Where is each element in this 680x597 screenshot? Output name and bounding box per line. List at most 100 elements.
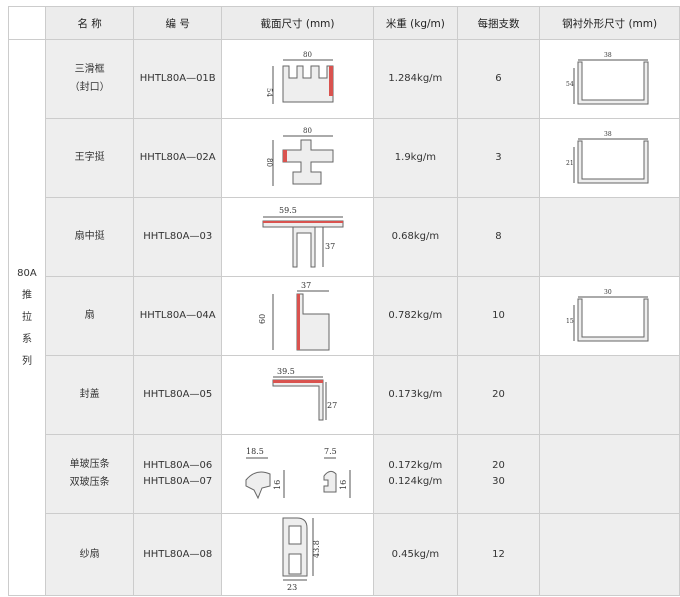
cell-text: HHTL80A—04A xyxy=(139,310,216,321)
series-char: 80A xyxy=(17,267,37,279)
series-label: 80A 推拉系列 xyxy=(8,39,46,596)
svg-text:54: 54 xyxy=(265,88,273,97)
cell-text: HHTL80A—03 xyxy=(143,231,213,242)
count-cell: 3 xyxy=(456,118,541,198)
svg-text:80: 80 xyxy=(303,51,312,59)
code-cell: HHTL80A—05 xyxy=(133,355,223,435)
cell-text: 单玻压条 xyxy=(69,459,110,470)
cell-text: （封口） xyxy=(69,82,110,93)
cell-text: 6 xyxy=(495,73,502,84)
svg-text:16: 16 xyxy=(273,479,282,489)
name-cell: 三滑框 （封口） xyxy=(44,39,135,119)
name-cell: 扇 xyxy=(44,276,135,356)
header-name: 名 称 xyxy=(44,6,135,40)
cell-text: 10 xyxy=(492,310,505,321)
header-weight: 米重 (kg/m) xyxy=(372,6,458,40)
code-cell: HHTL80A—02A xyxy=(133,118,223,198)
cell-text: 3 xyxy=(495,152,502,163)
count-cell: 20 xyxy=(456,355,541,435)
cell-text: 0.173kg/m xyxy=(388,389,443,400)
cell-text: 扇中挺 xyxy=(74,231,105,242)
cell-text: 0.172kg/m xyxy=(388,460,443,471)
cell-text: 1.284kg/m xyxy=(388,73,443,84)
weight-cell: 1.9kg/m xyxy=(372,118,458,198)
code-cell: HHTL80A—08 xyxy=(133,513,223,596)
count-cell: 8 xyxy=(456,197,541,277)
cell-text: HHTL80A—07 xyxy=(143,476,213,487)
section-drawing: 80 54 xyxy=(221,39,374,119)
svg-text:39.5: 39.5 xyxy=(277,367,295,376)
cell-text: 8 xyxy=(495,231,502,242)
code-cell: HHTL80A—01B xyxy=(133,39,223,119)
svg-text:37: 37 xyxy=(301,281,311,290)
svg-text:15: 15 xyxy=(566,318,574,325)
product-table: 名 称 编 号 截面尺寸 (mm) 米重 (kg/m) 每捆支数 钢衬外形尺寸 … xyxy=(8,6,680,596)
code-cell: HHTL80A—04A xyxy=(133,276,223,356)
series-char: 拉 xyxy=(21,311,32,323)
cell-text: 0.45kg/m xyxy=(391,548,440,560)
steel-drawing xyxy=(539,434,680,514)
series-char: 推 xyxy=(21,289,32,301)
header-count: 每捆支数 xyxy=(456,6,541,40)
cell-text: 0.782kg/m xyxy=(388,310,443,321)
weight-cell: 0.172kg/m 0.124kg/m xyxy=(372,434,458,514)
count-cell: 12 xyxy=(456,513,541,596)
svg-text:21: 21 xyxy=(566,160,574,167)
header-section: 截面尺寸 (mm) xyxy=(221,6,374,40)
cell-text: HHTL80A—01B xyxy=(139,73,216,84)
header-code: 编 号 xyxy=(133,6,223,40)
cell-text: 12 xyxy=(492,548,505,560)
steel-drawing xyxy=(539,355,680,435)
steel-drawing xyxy=(539,197,680,277)
series-char: 列 xyxy=(21,355,32,367)
svg-text:37: 37 xyxy=(325,242,335,251)
cell-text: 1.9kg/m xyxy=(394,152,436,163)
table-row: 封盖 HHTL80A—05 39.5 27 0.173kg/m 20 xyxy=(9,355,680,435)
cell-text: HHTL80A—08 xyxy=(143,548,213,560)
cell-text: 0.68kg/m xyxy=(391,231,440,242)
section-drawing: 39.5 27 xyxy=(221,355,374,435)
cell-text: 封盖 xyxy=(79,389,100,400)
section-drawing: 59.5 37 xyxy=(221,197,374,277)
series-char: 系 xyxy=(21,333,32,345)
weight-cell: 0.173kg/m xyxy=(372,355,458,435)
code-cell: HHTL80A—03 xyxy=(133,197,223,277)
section-drawing: 80 80 xyxy=(221,118,374,198)
svg-text:80: 80 xyxy=(265,158,273,167)
svg-text:38: 38 xyxy=(604,52,612,59)
name-cell: 纱扇 xyxy=(44,513,135,596)
cell-text: 纱扇 xyxy=(79,548,100,560)
header-steel: 钢衬外形尺寸 (mm) xyxy=(539,6,680,40)
svg-text:80: 80 xyxy=(303,127,312,135)
svg-text:7.5: 7.5 xyxy=(324,447,337,456)
count-cell: 6 xyxy=(456,39,541,119)
cell-text: 三滑框 xyxy=(74,64,105,75)
svg-text:16: 16 xyxy=(339,479,348,489)
table-row: 扇中挺 HHTL80A—03 59.5 37 0.68kg/m 8 xyxy=(9,197,680,277)
table-row: 80A 推拉系列 三滑框 （封口） HHTL80A—01B 80 54 1.284kg/m 6 3… xyxy=(8,39,680,596)
cell-text: 30 xyxy=(492,476,505,487)
cell-text: 双玻压条 xyxy=(69,477,110,488)
weight-cell: 0.45kg/m xyxy=(372,513,458,596)
svg-text:43.8: 43.8 xyxy=(312,540,321,558)
count-cell: 10 xyxy=(456,276,541,356)
svg-text:27: 27 xyxy=(327,401,337,410)
cell-text: 20 xyxy=(492,460,505,471)
header-blank xyxy=(8,6,46,40)
cell-text: 0.124kg/m xyxy=(388,476,443,487)
weight-cell: 0.68kg/m xyxy=(372,197,458,277)
cell-text: HHTL80A—06 xyxy=(143,460,213,471)
svg-text:59.5: 59.5 xyxy=(279,206,297,215)
cell-text: 20 xyxy=(492,389,505,400)
